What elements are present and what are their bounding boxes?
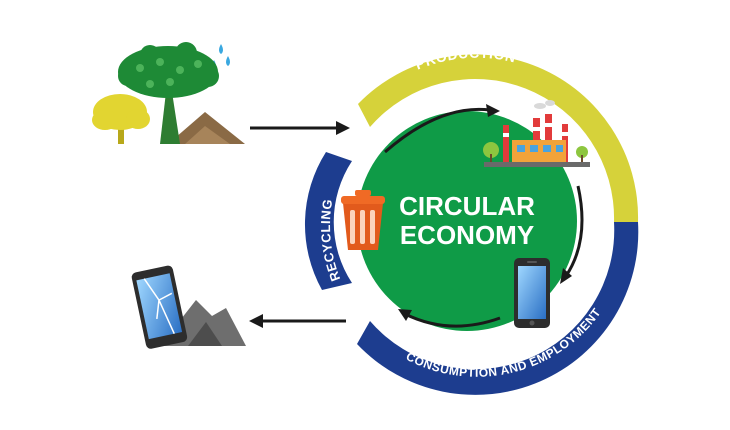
consumption-ring bbox=[357, 222, 639, 395]
broken-phone-waste-icon bbox=[131, 265, 246, 349]
cycle-arrow-top bbox=[384, 107, 491, 154]
cycle-arrow-right bbox=[564, 185, 584, 277]
cycle-arrow-bottom bbox=[404, 312, 501, 328]
cycle-arrows bbox=[384, 107, 584, 328]
smartphone-icon bbox=[514, 258, 550, 328]
recycling-ring bbox=[304, 152, 352, 290]
output-arrow bbox=[249, 314, 346, 328]
input-arrow bbox=[250, 121, 350, 135]
cycle-arrowheads bbox=[398, 104, 572, 321]
tree-and-soil-icon bbox=[92, 42, 245, 144]
production-ring bbox=[358, 54, 639, 223]
trash-bin-icon bbox=[341, 190, 385, 250]
center-title-line1: CIRCULAR bbox=[399, 191, 535, 221]
factory-icon bbox=[483, 100, 590, 167]
center-title-line2: ECONOMY bbox=[400, 220, 534, 250]
